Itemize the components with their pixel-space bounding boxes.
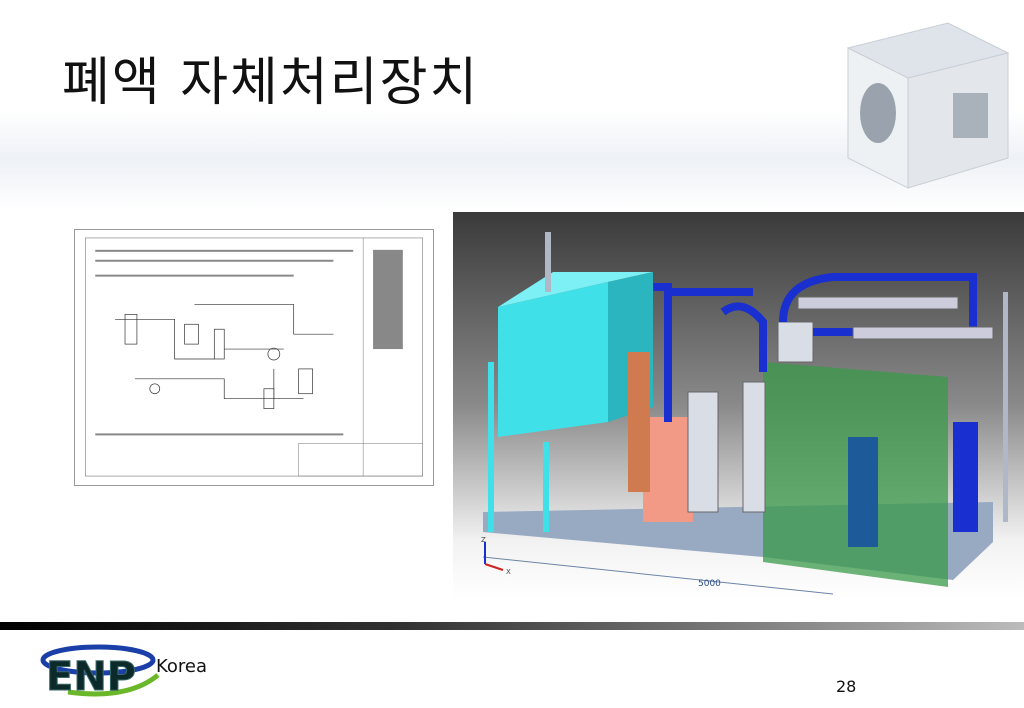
cube-decoration-image [846, 22, 1010, 189]
pid-drawing [74, 229, 434, 486]
svg-text:Korea: Korea [156, 656, 207, 677]
axis-z-label: Z [481, 536, 486, 544]
footer-divider [0, 622, 1024, 630]
slide-title: 폐액 자체처리장치 [62, 53, 480, 113]
cad-3d-view: 5000 Z X [453, 212, 1024, 599]
enp-korea-logo: ENP Korea [40, 644, 207, 700]
svg-text:ENP: ENP [46, 654, 136, 700]
page-number: 28 [836, 677, 857, 696]
axis-x-label: X [506, 568, 511, 576]
dimension-label: 5000 [698, 579, 721, 589]
